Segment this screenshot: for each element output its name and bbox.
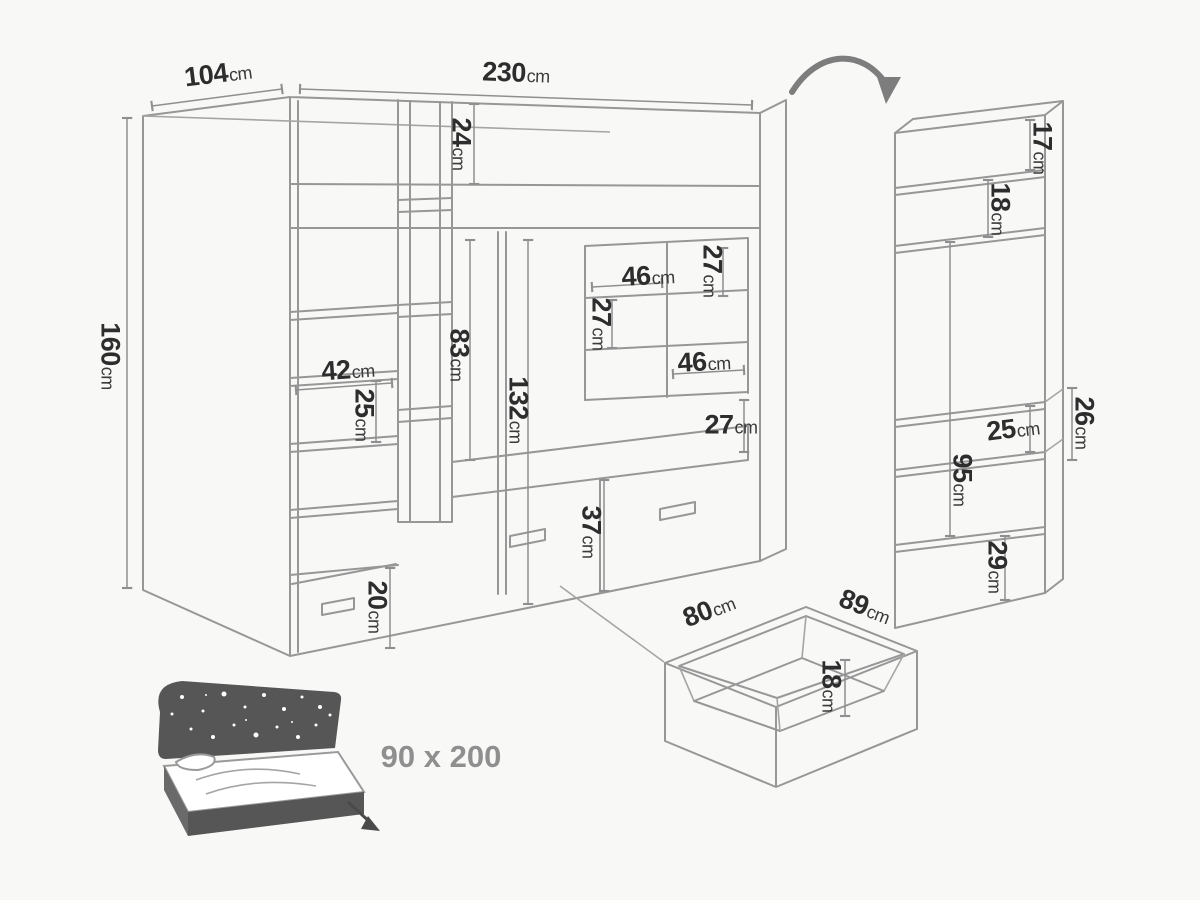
dim-shelf-46-top: 46cm (620, 260, 676, 292)
fold-out-bed-icon (158, 681, 380, 836)
dim-cabinet-17: 17cm (1027, 121, 1058, 175)
shelf-column (289, 304, 399, 616)
dim-cabinet-95: 95cm (947, 453, 978, 507)
cabinet-dimension-lines (944, 118, 1078, 602)
dim-shelf-27-mid: 27cm (586, 297, 617, 351)
curved-arrow-icon (789, 55, 901, 104)
dim-drawer-20: 20cm (362, 580, 393, 634)
stars (170, 691, 332, 739)
dim-height-160: 160cm (95, 322, 126, 390)
dim-shelf-42: 42cm (320, 354, 376, 387)
dim-opening-83: 83cm (444, 328, 475, 382)
dim-shelf-25: 25cm (349, 388, 380, 442)
side-cabinet-drawing (894, 100, 1078, 629)
pull-out-arrow-icon (346, 800, 380, 831)
dim-height-132: 132cm (503, 376, 534, 444)
leader-line (559, 585, 665, 663)
main-dimension-lines (121, 83, 754, 650)
dim-cabinet-26: 26cm (1069, 396, 1100, 450)
dim-rail-24: 24cm (446, 117, 477, 171)
dim-drawer-37: 37cm (576, 505, 607, 559)
bed-size-label: 90 x 200 (380, 739, 502, 774)
dim-cabinet-29: 29cm (982, 540, 1013, 594)
dim-cabinet-18: 18cm (985, 182, 1016, 236)
top-bunk-rail (289, 183, 761, 229)
inner-shelf-unit (584, 237, 749, 401)
dim-shelf-27-top: 27cm (697, 244, 728, 298)
ladder (397, 99, 453, 523)
dim-gap-27: 27cm (704, 409, 758, 440)
drawer-box-drawing (664, 606, 918, 788)
dim-shelf-46-bottom: 46cm (676, 346, 732, 378)
dim-width-230: 230cm (481, 56, 551, 88)
dim-drawer-18: 18cm (816, 659, 847, 713)
